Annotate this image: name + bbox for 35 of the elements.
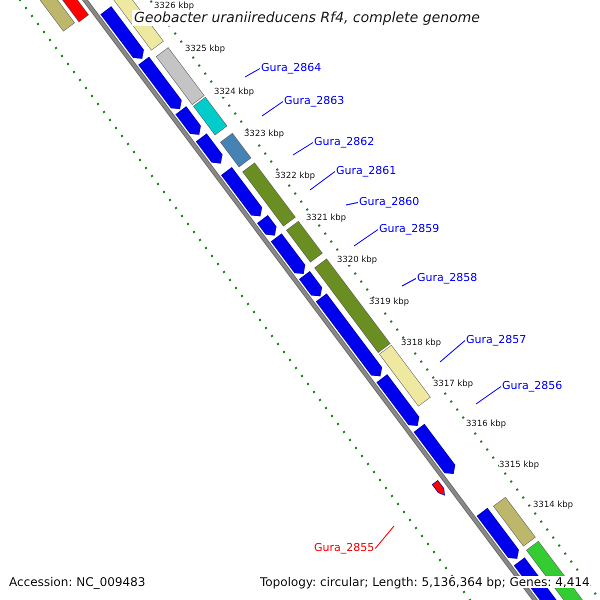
gene-label: Gura_2862 bbox=[314, 136, 374, 147]
footer-text: Accession: NC_009483 bbox=[9, 576, 146, 588]
gene-label: Gura_2855 bbox=[314, 542, 374, 553]
scale-label: 3316 kbp bbox=[466, 420, 506, 428]
leader-line bbox=[374, 526, 394, 549]
leader-line bbox=[292, 142, 314, 156]
scale-label: 3314 kbp bbox=[533, 501, 574, 510]
scale-label: 3317 kbp bbox=[433, 380, 474, 388]
scale-label: 3319 kbp bbox=[369, 298, 410, 306]
leader-line bbox=[262, 101, 284, 116]
gene-label: Gura_2856 bbox=[502, 380, 562, 391]
scale-label: 3315 kbp bbox=[499, 461, 540, 470]
gene-label: Gura_2861 bbox=[336, 165, 396, 176]
leader-line bbox=[476, 386, 502, 404]
scale-label: 3322 kbp bbox=[275, 172, 316, 180]
scale-label: 3323 kbp bbox=[244, 130, 284, 138]
gene-label: Gura_2860 bbox=[359, 196, 420, 207]
scale-label: 3320 kbp bbox=[337, 256, 378, 264]
gene-label: Gura_2864 bbox=[261, 62, 322, 73]
gene-label: Gura_2859 bbox=[379, 223, 440, 234]
leader-line bbox=[402, 278, 416, 286]
leader-line bbox=[440, 340, 466, 362]
scale-label: 3324 kbp bbox=[214, 88, 254, 96]
gene-label: Gura_2863 bbox=[284, 95, 344, 106]
diagram-title: Geobacter uraniireducens Rf4, complete genome bbox=[132, 10, 482, 26]
leader-line bbox=[244, 68, 260, 78]
gene-label: Gura_2857 bbox=[466, 334, 526, 345]
scale-label: 3325 kbp bbox=[185, 45, 226, 54]
leader-line bbox=[354, 229, 378, 246]
gene-label: Gura_2858 bbox=[417, 272, 478, 283]
scale-label: 3318 kbp bbox=[401, 339, 442, 348]
leader-line bbox=[346, 202, 358, 206]
scale-label: 3321 kbp bbox=[306, 214, 346, 222]
footer-text: Topology: circular; Length: 5,136,364 bp; Genes: 4,414 bbox=[260, 576, 590, 588]
leader-line bbox=[310, 171, 336, 190]
